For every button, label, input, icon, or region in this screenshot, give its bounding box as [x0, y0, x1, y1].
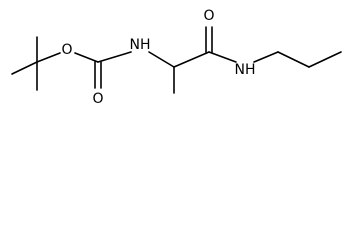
- structure-drawing: O O NH O NH: [11, 8, 342, 107]
- bond-nh-to-propyl-c1: [253, 51, 279, 63]
- bond-propyl-c1-c2: [277, 51, 310, 68]
- bond-amide-carbon-to-nh: [208, 51, 237, 63]
- amide-nitrogen-label: NH: [235, 62, 256, 78]
- bond-propyl-c2-c3: [308, 51, 342, 68]
- bond-ester-oxygen-to-carbonyl: [74, 52, 99, 63]
- bond-alpha-to-amide-carbon: [173, 51, 210, 68]
- ester-oxygen-label: O: [61, 42, 72, 58]
- bond-carbamate-to-nh: [97, 51, 132, 63]
- bond-nh-to-alpha-carbon: [148, 51, 175, 68]
- molecule-canvas: O O NH O NH: [0, 0, 354, 118]
- carbamate-nitrogen-label: NH: [130, 37, 151, 53]
- bond-tbu-to-ester-oxygen: [36, 52, 61, 63]
- carbamate-carbonyl-oxygen-label: O: [92, 91, 103, 107]
- amide-carbonyl-oxygen-label: O: [203, 8, 214, 24]
- bond-tbu-methyl-left: [11, 61, 38, 75]
